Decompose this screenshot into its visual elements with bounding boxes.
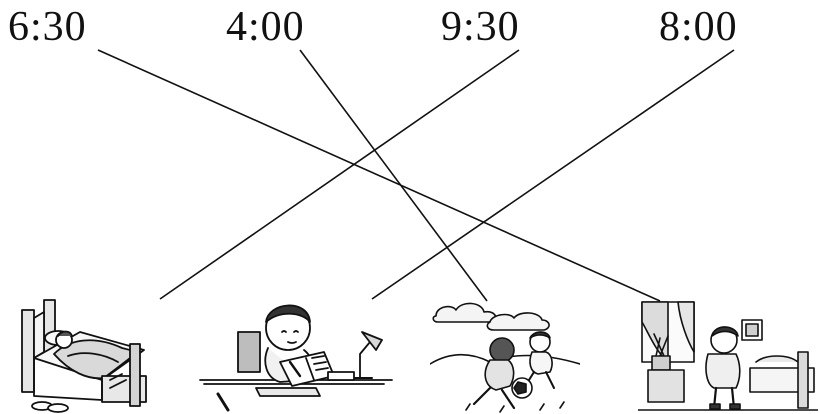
doing-homework-icon [196, 292, 396, 414]
match-line-1 [98, 50, 660, 301]
match-line-2 [300, 50, 487, 301]
sleeping-in-bed-icon [18, 292, 150, 414]
match-line-4 [372, 50, 734, 299]
getting-up-in-bedroom-icon [638, 292, 818, 414]
playing-football-icon [430, 292, 580, 414]
match-line-3 [160, 50, 519, 299]
